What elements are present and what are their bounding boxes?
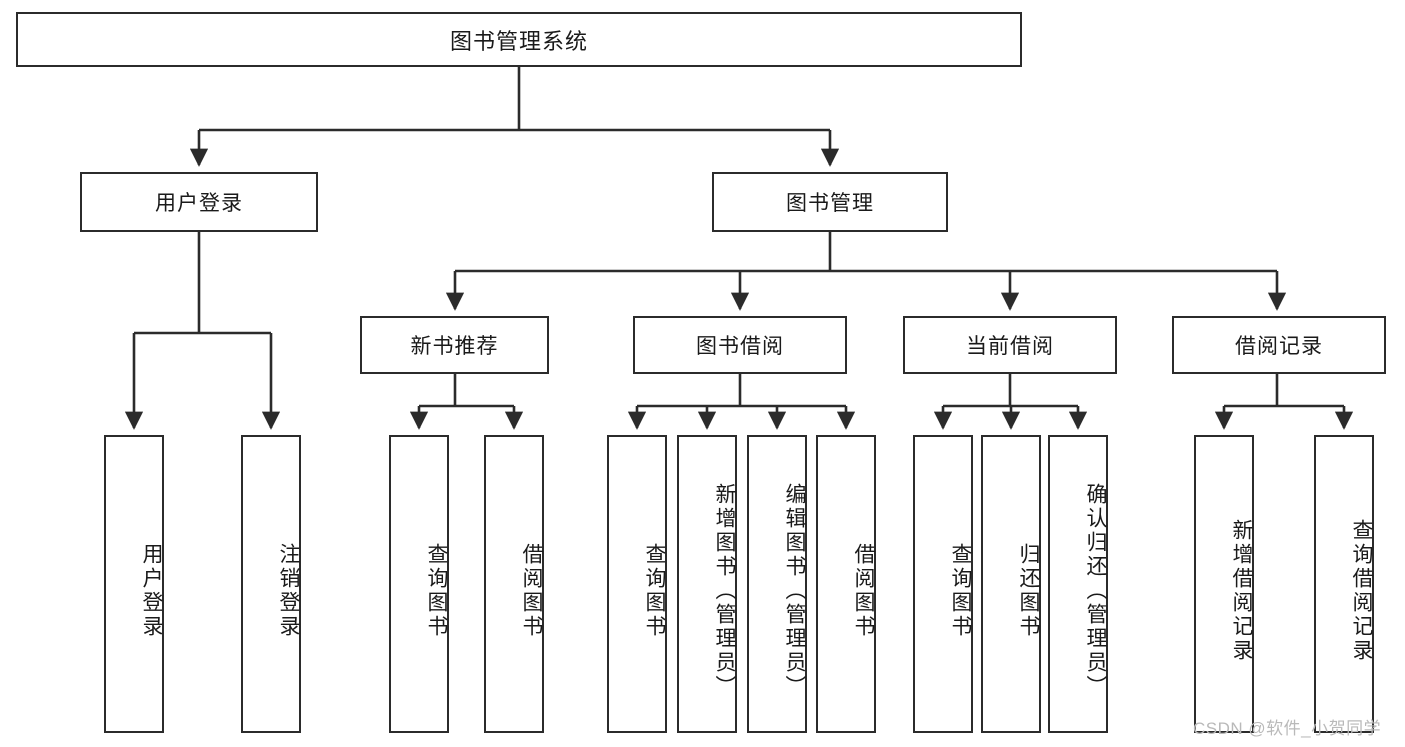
node-borrow-record[interactable]: 借阅记录 (1172, 316, 1386, 374)
leaf-node-label: 借阅图书 (852, 543, 875, 639)
leaf-query-record[interactable]: 查询借阅记录 (1314, 435, 1374, 733)
leaf-borrow-book-1[interactable]: 借阅图书 (484, 435, 544, 733)
node-book-borrow[interactable]: 图书借阅 (633, 316, 847, 374)
watermark-label: CSDN @软件_小贺同学 (1193, 719, 1382, 738)
leaf-user-login[interactable]: 用户登录 (104, 435, 164, 733)
node-new-book-recommend[interactable]: 新书推荐 (360, 316, 549, 374)
leaf-node-label: 注销登录 (277, 543, 300, 639)
node-book-management[interactable]: 图书管理 (712, 172, 948, 232)
leaf-node-label: 查询图书 (425, 543, 448, 639)
leaf-query-book-2[interactable]: 查询图书 (607, 435, 667, 733)
leaf-node-label: 新增借阅记录 (1230, 519, 1253, 663)
node-root-system[interactable]: 图书管理系统 (16, 12, 1022, 67)
leaf-node-label: 查询图书 (643, 543, 666, 639)
leaf-return-book[interactable]: 归还图书 (981, 435, 1041, 733)
leaf-node-label: 查询借阅记录 (1350, 519, 1373, 663)
leaf-edit-book[interactable]: 编辑图书（管理员） (747, 435, 807, 733)
leaf-node-label: 借阅图书 (520, 543, 543, 639)
leaf-query-book-1[interactable]: 查询图书 (389, 435, 449, 733)
node-current-borrow[interactable]: 当前借阅 (903, 316, 1117, 374)
leaf-node-label: 确认归还（管理员） (1084, 483, 1107, 699)
leaf-query-book-3[interactable]: 查询图书 (913, 435, 973, 733)
leaf-add-record[interactable]: 新增借阅记录 (1194, 435, 1254, 733)
leaf-node-label: 用户登录 (140, 543, 163, 639)
leaf-node-label: 编辑图书（管理员） (783, 483, 806, 699)
leaf-node-label: 查询图书 (949, 543, 972, 639)
leaf-add-book[interactable]: 新增图书（管理员） (677, 435, 737, 733)
leaf-node-label: 新增图书（管理员） (713, 483, 736, 699)
leaf-node-label: 归还图书 (1017, 543, 1040, 639)
leaf-logout[interactable]: 注销登录 (241, 435, 301, 733)
leaf-confirm-return[interactable]: 确认归还（管理员） (1048, 435, 1108, 733)
node-user-login[interactable]: 用户登录 (80, 172, 318, 232)
leaf-borrow-book-2[interactable]: 借阅图书 (816, 435, 876, 733)
